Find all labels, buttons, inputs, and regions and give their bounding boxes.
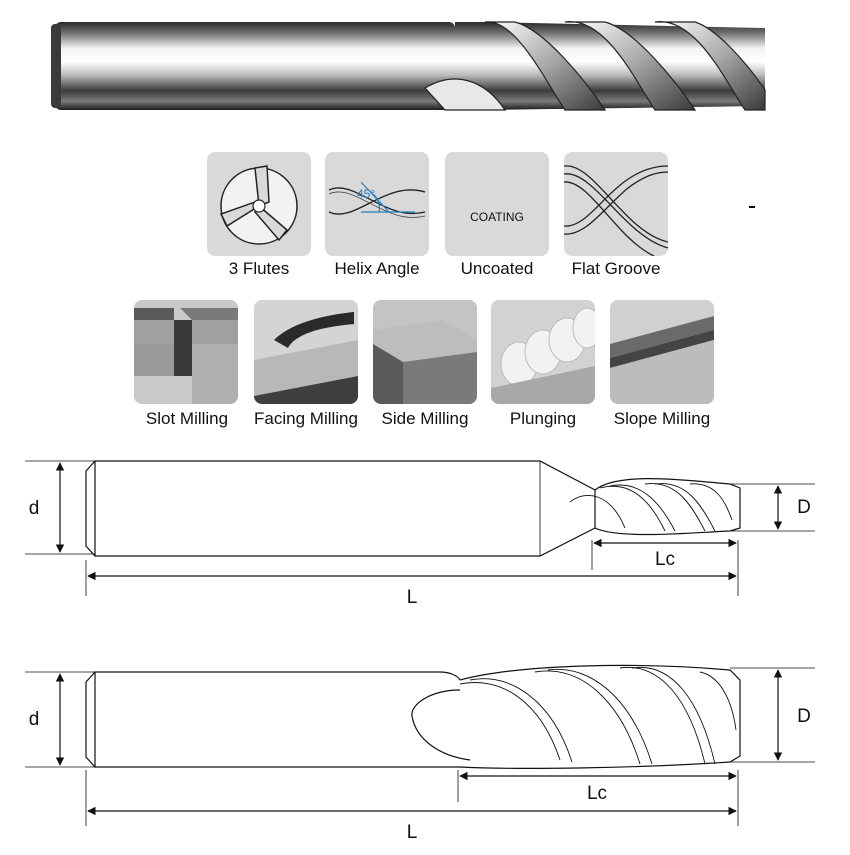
end-mill-photo (45, 10, 775, 125)
technical-drawing-2 (0, 655, 850, 855)
tile-side-milling (373, 300, 477, 404)
facing-milling-icon (254, 300, 358, 404)
label-facing-milling: Facing Milling (254, 409, 358, 428)
plunging-icon (491, 300, 595, 404)
tile-plunging (491, 300, 595, 404)
tile-facing-milling (254, 300, 358, 404)
helix-angle-icon: 45° (328, 181, 426, 218)
coating-icon: COATING (470, 210, 524, 224)
label-slope-milling: Slope Milling (613, 409, 711, 428)
drawing2-shank-dia-label: d (28, 709, 40, 730)
label-plunging: Plunging (509, 409, 577, 428)
tile-3-flutes (207, 152, 311, 256)
stray-dash (749, 206, 755, 208)
flat-groove-icon (564, 165, 668, 256)
drawing2-overall-length-label: L (406, 822, 418, 843)
technical-drawing-1 (0, 440, 850, 625)
drawing2-cut-dia-label: D (797, 706, 811, 727)
label-uncoated: Uncoated (460, 259, 534, 278)
drawing1-shank-dia-label: d (28, 498, 40, 519)
drawing1-cut-dia-label: D (797, 497, 811, 518)
tile-flat-groove (564, 152, 668, 256)
label-side-milling: Side Milling (381, 409, 469, 428)
tile-helix-angle: 45° (325, 152, 429, 256)
slot-milling-icon (134, 300, 238, 404)
drawing1-overall-length-label: L (406, 587, 418, 608)
drawing2-cut-length-label: Lc (586, 783, 608, 804)
drawing1-cut-length-label: Lc (654, 549, 676, 570)
tile-slope-milling (610, 300, 714, 404)
label-flat-groove: Flat Groove (571, 259, 661, 278)
side-milling-icon (373, 300, 477, 404)
label-helix-angle: Helix Angle (334, 259, 420, 278)
tile-uncoated: COATING (445, 152, 549, 256)
label-3-flutes: 3 Flutes (228, 259, 290, 278)
tile-slot-milling (134, 300, 238, 404)
helix-angle-text: 45° (357, 187, 375, 201)
label-slot-milling: Slot Milling (145, 409, 229, 428)
three-flute-cross-section-icon (219, 165, 298, 245)
slope-milling-icon (610, 300, 714, 404)
